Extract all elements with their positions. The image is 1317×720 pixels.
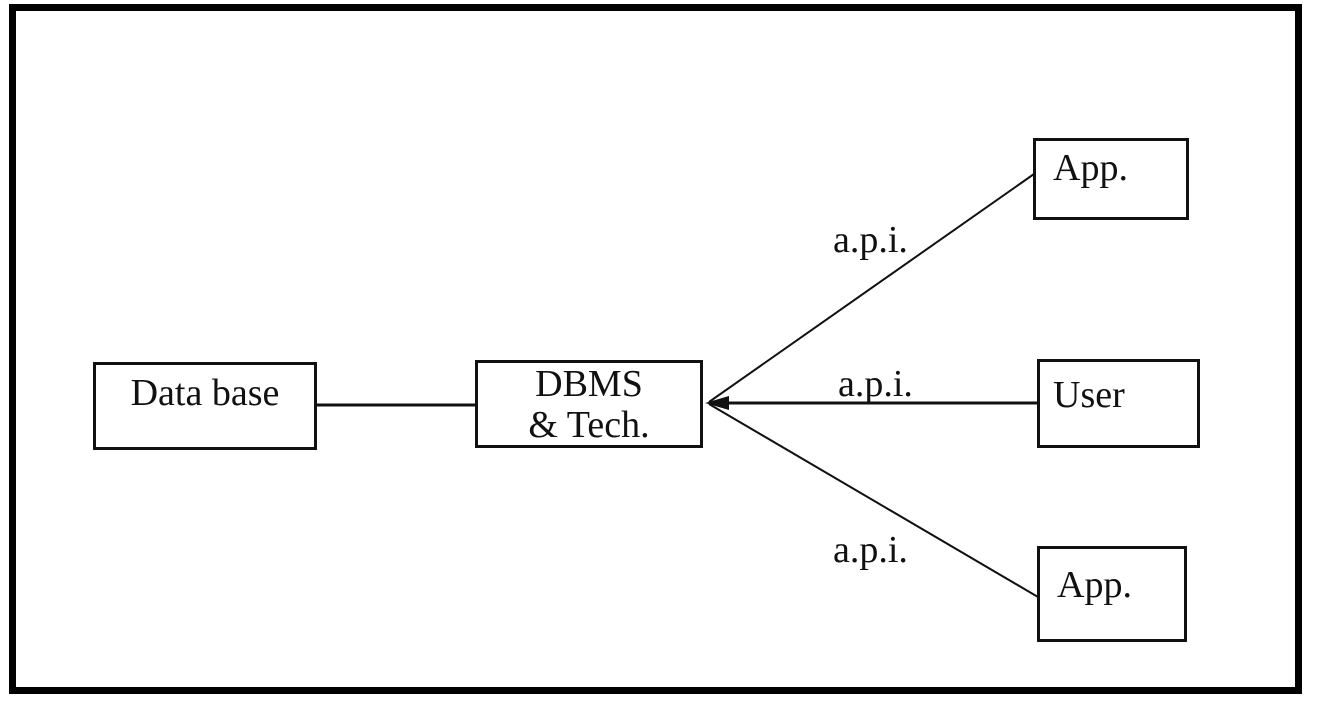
edge-label-api-bottom: a.p.i. — [833, 529, 908, 571]
node-dbms: DBMS & Tech. — [475, 360, 703, 448]
edge-label-api-top: a.p.i. — [833, 219, 908, 261]
node-app-bottom: App. — [1037, 546, 1187, 642]
node-app-top: App. — [1033, 138, 1189, 220]
node-database: Data base — [93, 362, 317, 450]
node-app-bottom-label: App. — [1057, 564, 1132, 606]
node-dbms-label-line2: & Tech. — [528, 404, 650, 446]
node-app-top-label: App. — [1053, 147, 1128, 189]
node-dbms-label-line1: DBMS — [535, 363, 643, 405]
edge-label-api-middle: a.p.i. — [838, 363, 913, 405]
node-user-label: User — [1053, 374, 1125, 416]
node-database-label: Data base — [130, 372, 280, 414]
node-user: User — [1037, 359, 1200, 448]
